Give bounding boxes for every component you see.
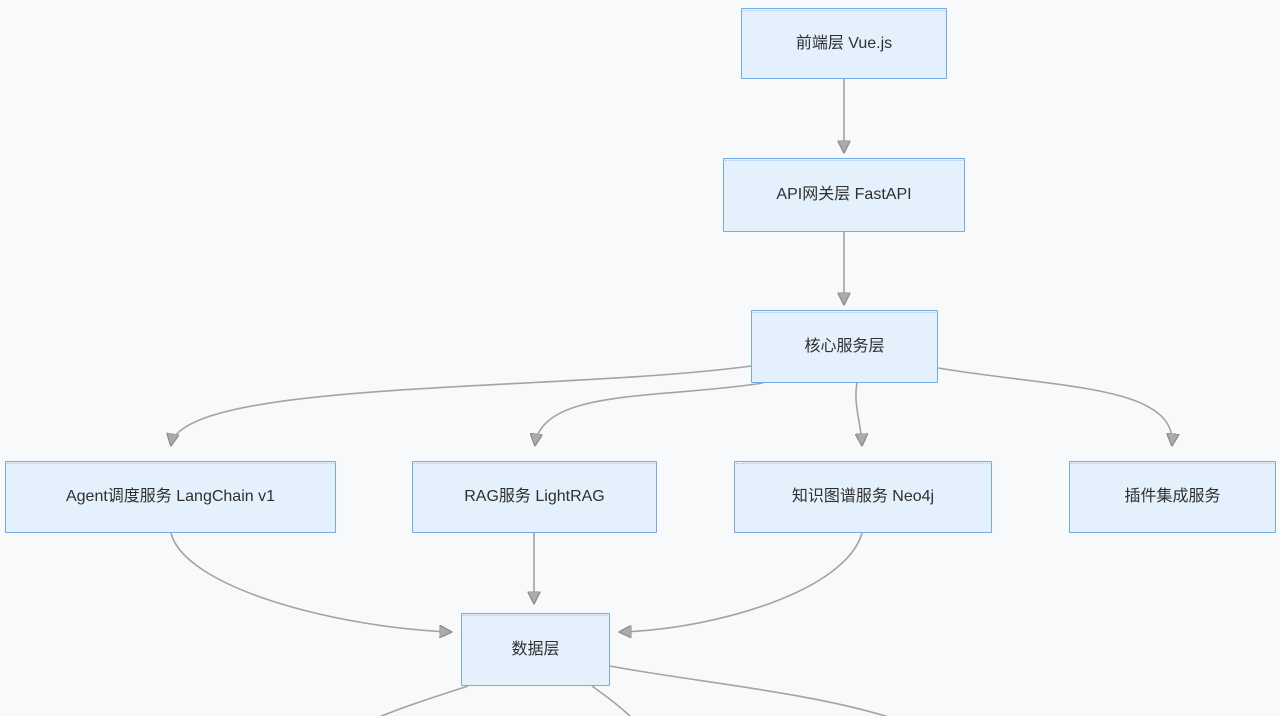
edge-agent-to-data (170, 532, 451, 632)
node-label-kg: 知识图谱服务 Neo4j (791, 488, 935, 506)
node-kg: 知识图谱服务 Neo4j (734, 461, 992, 533)
node-agent: Agent调度服务 LangChain v1 (5, 461, 336, 533)
node-core: 核心服务层 (751, 310, 938, 383)
node-label-plugin: 插件集成服务 (1124, 488, 1221, 506)
node-data: 数据层 (461, 613, 610, 686)
edge-kg-to-data (620, 532, 863, 632)
node-label-agent: Agent调度服务 LangChain v1 (65, 488, 275, 506)
node-label-rag: RAG服务 LightRAG (464, 488, 605, 506)
edge-core-to-plugin (937, 367, 1172, 445)
edge-data-to-offscreen-bottom-mid (591, 685, 632, 716)
node-label-data: 数据层 (511, 640, 560, 658)
node-gateway: API网关层 FastAPI (723, 158, 965, 232)
node-label-core: 核心服务层 (804, 337, 885, 355)
node-label-frontend: 前端层 Vue.js (795, 34, 893, 52)
node-rag: RAG服务 LightRAG (412, 461, 657, 533)
node-label-gateway: API网关层 FastAPI (776, 186, 912, 204)
edge-data-to-offscreen-bottom-left (379, 685, 469, 716)
node-frontend: 前端层 Vue.js (741, 8, 947, 79)
edge-data-to-offscreen-bottom-right (609, 665, 889, 716)
node-plugin: 插件集成服务 (1069, 461, 1276, 533)
edge-core-to-kg (856, 382, 862, 445)
edge-core-to-agent (171, 365, 752, 445)
edge-core-to-rag (535, 382, 764, 445)
